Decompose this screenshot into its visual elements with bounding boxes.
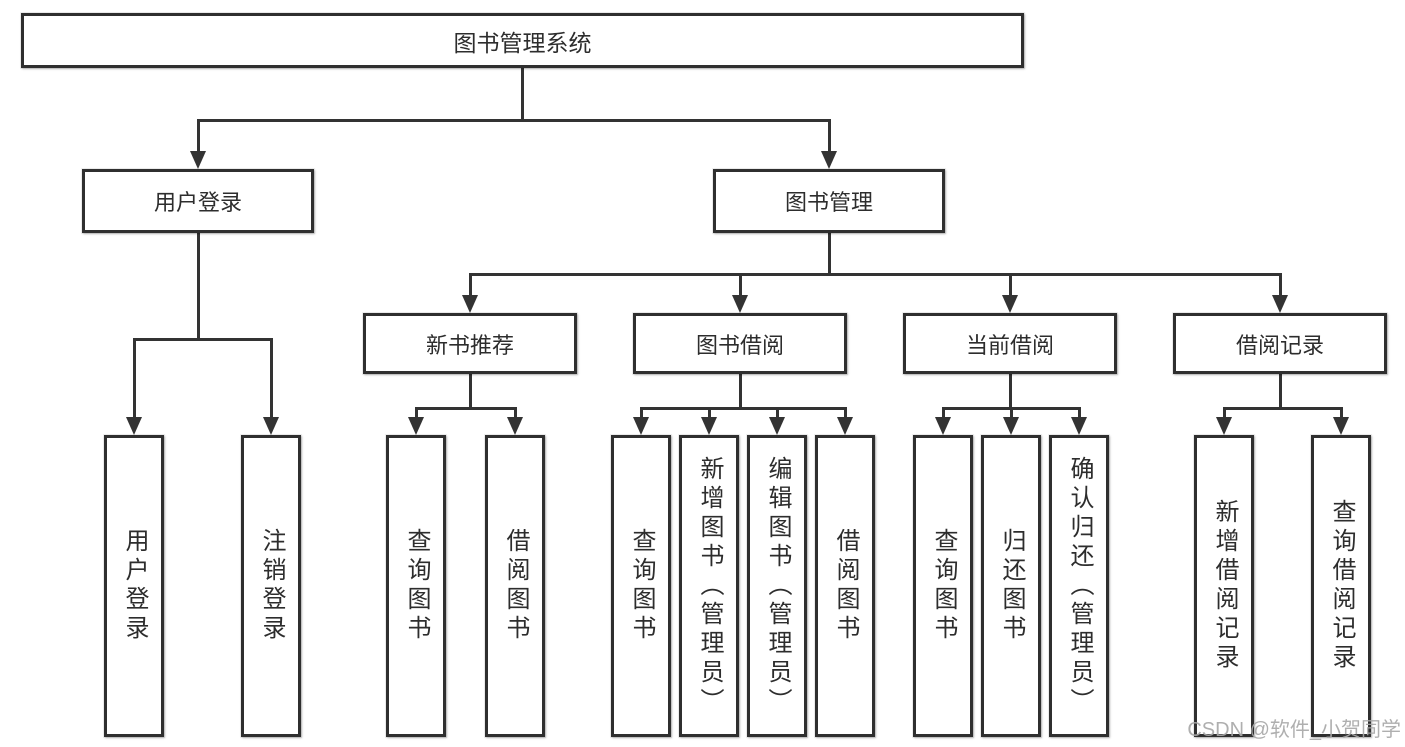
connector-line <box>1279 374 1282 407</box>
node-root: 图书管理系统 <box>21 13 1024 68</box>
node-user-login: 用户登录 <box>82 169 314 233</box>
arrow-down-icon <box>732 295 748 313</box>
arrow-down-icon <box>701 417 717 435</box>
connector-line <box>739 273 742 297</box>
connector-line <box>197 233 200 338</box>
leaf-edit-books-admin: 编辑图书（管理员） <box>747 435 807 737</box>
leaf-query-borrow-record-label: 查询借阅记录 <box>1328 499 1355 673</box>
connector-line <box>1009 273 1012 297</box>
connector-line <box>133 338 273 341</box>
arrow-down-icon <box>263 417 279 435</box>
connector-line <box>640 407 847 410</box>
connector-line <box>270 338 273 419</box>
connector-line <box>469 374 472 407</box>
connector-line <box>521 68 524 119</box>
leaf-return-books: 归还图书 <box>981 435 1041 737</box>
connector-line <box>776 407 779 419</box>
connector-line <box>197 119 200 153</box>
node-book-borrow-label: 图书借阅 <box>695 332 784 358</box>
connector-line <box>469 273 472 297</box>
node-new-book-recommend-label: 新书推荐 <box>425 332 514 358</box>
connector-line <box>1078 407 1081 419</box>
node-new-book-recommend: 新书推荐 <box>363 313 577 374</box>
leaf-borrow-query-books: 查询图书 <box>611 435 671 737</box>
connector-line <box>942 407 945 419</box>
node-book-management: 图书管理 <box>713 169 945 233</box>
arrow-down-icon <box>126 417 142 435</box>
arrow-down-icon <box>190 151 206 169</box>
arrow-down-icon <box>935 417 951 435</box>
node-book-borrow: 图书借阅 <box>633 313 847 374</box>
connector-line <box>197 119 831 122</box>
connector-line <box>415 407 418 419</box>
connector-line <box>133 338 136 419</box>
connector-line <box>844 407 847 419</box>
node-user-login-label: 用户登录 <box>153 190 242 215</box>
leaf-return-books-label: 归还图书 <box>998 528 1025 644</box>
connector-line <box>1223 407 1226 419</box>
leaf-borrow-books: 借阅图书 <box>815 435 875 737</box>
connector-line <box>1279 273 1282 297</box>
leaf-confirm-return-admin-label: 确认归还（管理员） <box>1066 455 1093 717</box>
node-book-management-label: 图书管理 <box>784 190 873 215</box>
arrow-down-icon <box>408 417 424 435</box>
connector-line <box>828 233 831 273</box>
arrow-down-icon <box>837 417 853 435</box>
arrow-down-icon <box>769 417 785 435</box>
leaf-query-borrow-record: 查询借阅记录 <box>1311 435 1371 737</box>
node-borrow-records-label: 借阅记录 <box>1235 332 1324 358</box>
node-root-label: 图书管理系统 <box>453 29 592 56</box>
leaf-logout: 注销登录 <box>241 435 301 737</box>
node-current-borrow: 当前借阅 <box>903 313 1117 374</box>
leaf-edit-books-admin-label: 编辑图书（管理员） <box>764 455 791 717</box>
leaf-borrow-query-books-label: 查询图书 <box>628 528 655 644</box>
connector-line <box>828 119 831 153</box>
leaf-newbook-borrow-books: 借阅图书 <box>485 435 545 737</box>
connector-line <box>469 273 1282 276</box>
leaf-logout-label: 注销登录 <box>258 528 285 644</box>
connector-line <box>708 407 711 419</box>
leaf-newbook-borrow-books-label: 借阅图书 <box>502 528 529 644</box>
leaf-user-login: 用户登录 <box>104 435 164 737</box>
connector-line <box>1223 407 1343 410</box>
leaf-add-borrow-record-label: 新增借阅记录 <box>1211 499 1238 673</box>
leaf-current-query-books-label: 查询图书 <box>930 528 957 644</box>
leaf-current-query-books: 查询图书 <box>913 435 973 737</box>
arrow-down-icon <box>462 295 478 313</box>
arrow-down-icon <box>1216 417 1232 435</box>
node-current-borrow-label: 当前借阅 <box>965 332 1054 358</box>
leaf-user-login-label: 用户登录 <box>121 528 148 644</box>
connector-line <box>415 407 517 410</box>
watermark: CSDN @软件_小贺同学 <box>1187 719 1401 741</box>
arrow-down-icon <box>1333 417 1349 435</box>
leaf-confirm-return-admin: 确认归还（管理员） <box>1049 435 1109 737</box>
connector-line <box>1010 407 1013 419</box>
leaf-add-borrow-record: 新增借阅记录 <box>1194 435 1254 737</box>
arrow-down-icon <box>1002 295 1018 313</box>
arrow-down-icon <box>1071 417 1087 435</box>
arrow-down-icon <box>507 417 523 435</box>
arrow-down-icon <box>1272 295 1288 313</box>
leaf-borrow-books-label: 借阅图书 <box>832 528 859 644</box>
connector-line <box>514 407 517 419</box>
leaf-add-books-admin: 新增图书（管理员） <box>679 435 739 737</box>
arrow-down-icon <box>821 151 837 169</box>
connector-line <box>1009 374 1012 407</box>
connector-line <box>640 407 643 419</box>
leaf-add-books-admin-label: 新增图书（管理员） <box>696 455 723 717</box>
connector-line <box>1340 407 1343 419</box>
leaf-newbook-query-books-label: 查询图书 <box>403 528 430 644</box>
arrow-down-icon <box>1003 417 1019 435</box>
connector-line <box>739 374 742 407</box>
node-borrow-records: 借阅记录 <box>1173 313 1387 374</box>
arrow-down-icon <box>633 417 649 435</box>
leaf-newbook-query-books: 查询图书 <box>386 435 446 737</box>
